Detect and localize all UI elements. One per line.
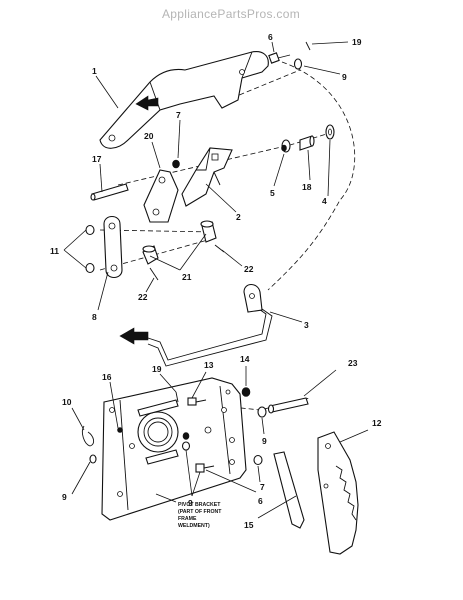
spacer-bushing-part bbox=[142, 245, 159, 265]
direction-arrow-icon bbox=[119, 327, 149, 345]
note-line: FRAME bbox=[178, 516, 197, 522]
callout-19: 19 bbox=[352, 37, 362, 47]
callout-6: 6 bbox=[258, 496, 263, 506]
nut-part bbox=[241, 387, 251, 397]
direction-arrow-icon bbox=[135, 95, 159, 111]
callout-8: 8 bbox=[92, 312, 97, 322]
washer-part bbox=[181, 441, 191, 451]
callout-10: 10 bbox=[62, 397, 72, 407]
callout-21: 21 bbox=[182, 272, 192, 282]
callout-18: 18 bbox=[302, 182, 312, 192]
callout-9: 9 bbox=[262, 436, 267, 446]
pivot-bracket-plate bbox=[101, 377, 247, 521]
callout-7: 7 bbox=[260, 482, 265, 492]
watermark: AppliancePartsPros.com bbox=[162, 7, 300, 21]
note-line: WELDMENT) bbox=[178, 523, 210, 529]
callout-9: 9 bbox=[188, 498, 193, 508]
callout-labels: 1 6 19 9 7 20 17 5 18 4 2 11 8 21 22 22 … bbox=[50, 32, 382, 530]
spring-clip-part bbox=[81, 425, 95, 447]
callout-14: 14 bbox=[240, 354, 250, 364]
callout-19: 19 bbox=[152, 364, 162, 374]
pivot-bracket-note: PIVOT BRACKET (PART OF FRONT FRAME WELDM… bbox=[178, 502, 222, 529]
nut-part bbox=[182, 432, 190, 440]
flat-washer-hole bbox=[328, 128, 332, 136]
callout-17: 17 bbox=[92, 154, 102, 164]
callout-16: 16 bbox=[102, 372, 112, 382]
pin-part bbox=[90, 183, 129, 201]
callout-1: 1 bbox=[92, 66, 97, 76]
callout-22: 22 bbox=[244, 264, 254, 274]
lift-arm-part bbox=[99, 51, 269, 149]
link-plate-part bbox=[143, 169, 179, 223]
washer-part bbox=[89, 454, 97, 464]
link-bar-part bbox=[103, 215, 123, 279]
washer-part bbox=[85, 262, 95, 274]
cotter-pin-part bbox=[305, 41, 311, 51]
callout-11: 11 bbox=[50, 246, 59, 256]
nut-part bbox=[172, 159, 180, 169]
spring-blade-part bbox=[273, 451, 305, 529]
callout-12: 12 bbox=[372, 418, 382, 428]
clevis-pin-part bbox=[267, 397, 309, 414]
retainer-part bbox=[117, 427, 123, 433]
callout-15: 15 bbox=[244, 520, 254, 530]
axis-line-upper bbox=[231, 69, 301, 99]
cotter-pin-part bbox=[149, 267, 159, 281]
callout-22: 22 bbox=[138, 292, 148, 302]
washer-part bbox=[293, 58, 303, 70]
callout-3: 3 bbox=[304, 320, 309, 330]
note-line: PIVOT BRACKET bbox=[178, 502, 221, 508]
bracket-part bbox=[181, 147, 233, 207]
ratchet-sector-part bbox=[317, 431, 359, 555]
callout-23: 23 bbox=[348, 358, 358, 368]
washer-part bbox=[85, 224, 95, 236]
callout-4: 4 bbox=[322, 196, 327, 206]
nut-part bbox=[253, 454, 263, 466]
bushing-part bbox=[299, 135, 315, 151]
callout-5: 5 bbox=[270, 188, 275, 198]
callout-7: 7 bbox=[176, 110, 181, 120]
callout-13: 13 bbox=[204, 360, 214, 370]
callout-20: 20 bbox=[144, 131, 154, 141]
callout-6: 6 bbox=[268, 32, 273, 42]
callout-2: 2 bbox=[236, 212, 241, 222]
callout-9: 9 bbox=[342, 72, 347, 82]
leader-lines bbox=[63, 41, 369, 519]
lift-rod-part bbox=[147, 283, 273, 367]
cotter-pin-part bbox=[175, 391, 179, 403]
note-line: (PART OF FRONT bbox=[178, 509, 222, 515]
spacer-bushing-part bbox=[200, 220, 217, 243]
washer-part bbox=[257, 406, 267, 418]
spring-washer-part bbox=[281, 139, 291, 153]
bolt-part bbox=[268, 52, 291, 64]
callout-9: 9 bbox=[62, 492, 67, 502]
swing-path-arc bbox=[267, 61, 356, 291]
